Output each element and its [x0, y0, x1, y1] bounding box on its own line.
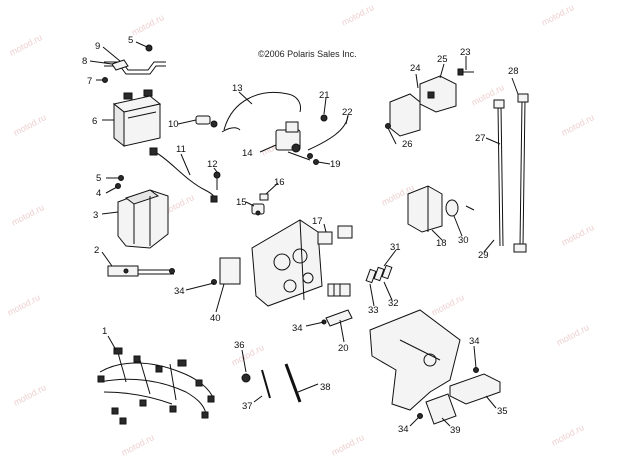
cable	[307, 115, 349, 151]
callout-6: 6	[92, 116, 97, 127]
callout-5: 5	[96, 173, 101, 184]
bolt	[313, 159, 319, 165]
battery-box	[117, 189, 169, 249]
callout-1: 1	[102, 326, 107, 337]
connector	[259, 193, 269, 201]
callout-34: 34	[398, 424, 409, 435]
tie-strap	[284, 363, 302, 403]
callout-4: 4	[96, 188, 101, 199]
frame	[251, 219, 323, 307]
callout-39: 39	[450, 425, 461, 436]
callout-10: 10	[168, 119, 179, 130]
callout-34: 34	[469, 336, 480, 347]
bolt	[241, 373, 251, 383]
bolt	[102, 77, 108, 83]
callout-34: 34	[174, 286, 185, 297]
cable-assembly	[493, 93, 529, 253]
leader-lines	[89, 41, 519, 427]
bolt	[457, 68, 474, 76]
callout-13: 13	[232, 83, 243, 94]
callout-19: 19	[330, 159, 341, 170]
bolt	[307, 153, 313, 159]
battery	[112, 89, 162, 148]
bolt	[118, 175, 124, 181]
callout-26: 26	[402, 139, 413, 150]
callout-29: 29	[478, 250, 489, 261]
callout-numbers: 1 2 3 4 5 5 6 7 8 9 10 11 12 13 14 15 16…	[82, 35, 519, 436]
bracket	[449, 367, 501, 405]
callout-32: 32	[388, 298, 399, 309]
callout-11: 11	[176, 144, 186, 155]
lower-frame	[369, 309, 461, 411]
callout-15: 15	[236, 197, 247, 208]
callout-9: 9	[95, 41, 100, 52]
callout-30: 30	[458, 235, 469, 246]
callout-40: 40	[210, 313, 221, 324]
callout-28: 28	[508, 66, 519, 77]
wire-harness	[97, 347, 215, 425]
relay	[317, 225, 353, 245]
callout-25: 25	[437, 54, 448, 65]
bolt	[385, 123, 391, 129]
bracket	[321, 309, 353, 327]
callout-12: 12	[207, 159, 218, 170]
cable	[149, 147, 218, 203]
callout-35: 35	[497, 406, 508, 417]
callout-16: 16	[274, 177, 285, 188]
callout-31: 31	[390, 242, 401, 253]
callout-17: 17	[312, 216, 323, 227]
cable	[223, 92, 301, 131]
callout-7: 7	[87, 76, 92, 87]
callout-20: 20	[338, 343, 349, 354]
bolt	[320, 114, 328, 122]
callout-2: 2	[94, 245, 99, 256]
callout-34: 34	[292, 323, 303, 334]
bolt	[465, 205, 475, 211]
fastener	[213, 171, 221, 190]
plate	[425, 393, 457, 425]
callout-22: 22	[342, 107, 353, 118]
callout-38: 38	[320, 382, 331, 393]
callout-3: 3	[93, 210, 98, 221]
callout-27: 27	[475, 133, 486, 144]
callout-33: 33	[368, 305, 379, 316]
regulator	[389, 75, 457, 137]
callout-5: 5	[128, 35, 133, 46]
callout-23: 23	[460, 47, 471, 58]
clips	[365, 264, 393, 284]
connector	[195, 115, 218, 128]
callout-8: 8	[82, 56, 87, 67]
callout-14: 14	[242, 148, 253, 159]
cover	[407, 185, 443, 233]
bolt	[417, 413, 423, 419]
callout-21: 21	[319, 90, 330, 101]
callout-36: 36	[234, 340, 245, 351]
tie-strap	[261, 369, 271, 399]
callout-18: 18	[436, 238, 447, 249]
fuse-block	[327, 283, 351, 297]
battery-strap	[104, 59, 166, 75]
switch-assembly	[275, 121, 311, 161]
callout-37: 37	[242, 401, 253, 412]
grommet	[445, 199, 459, 217]
connector	[251, 203, 265, 216]
copyright-text: ©2006 Polaris Sales Inc.	[258, 49, 357, 59]
bolt	[145, 44, 153, 52]
module	[211, 257, 241, 285]
battery-cable	[107, 265, 175, 277]
callout-24: 24	[410, 63, 421, 74]
